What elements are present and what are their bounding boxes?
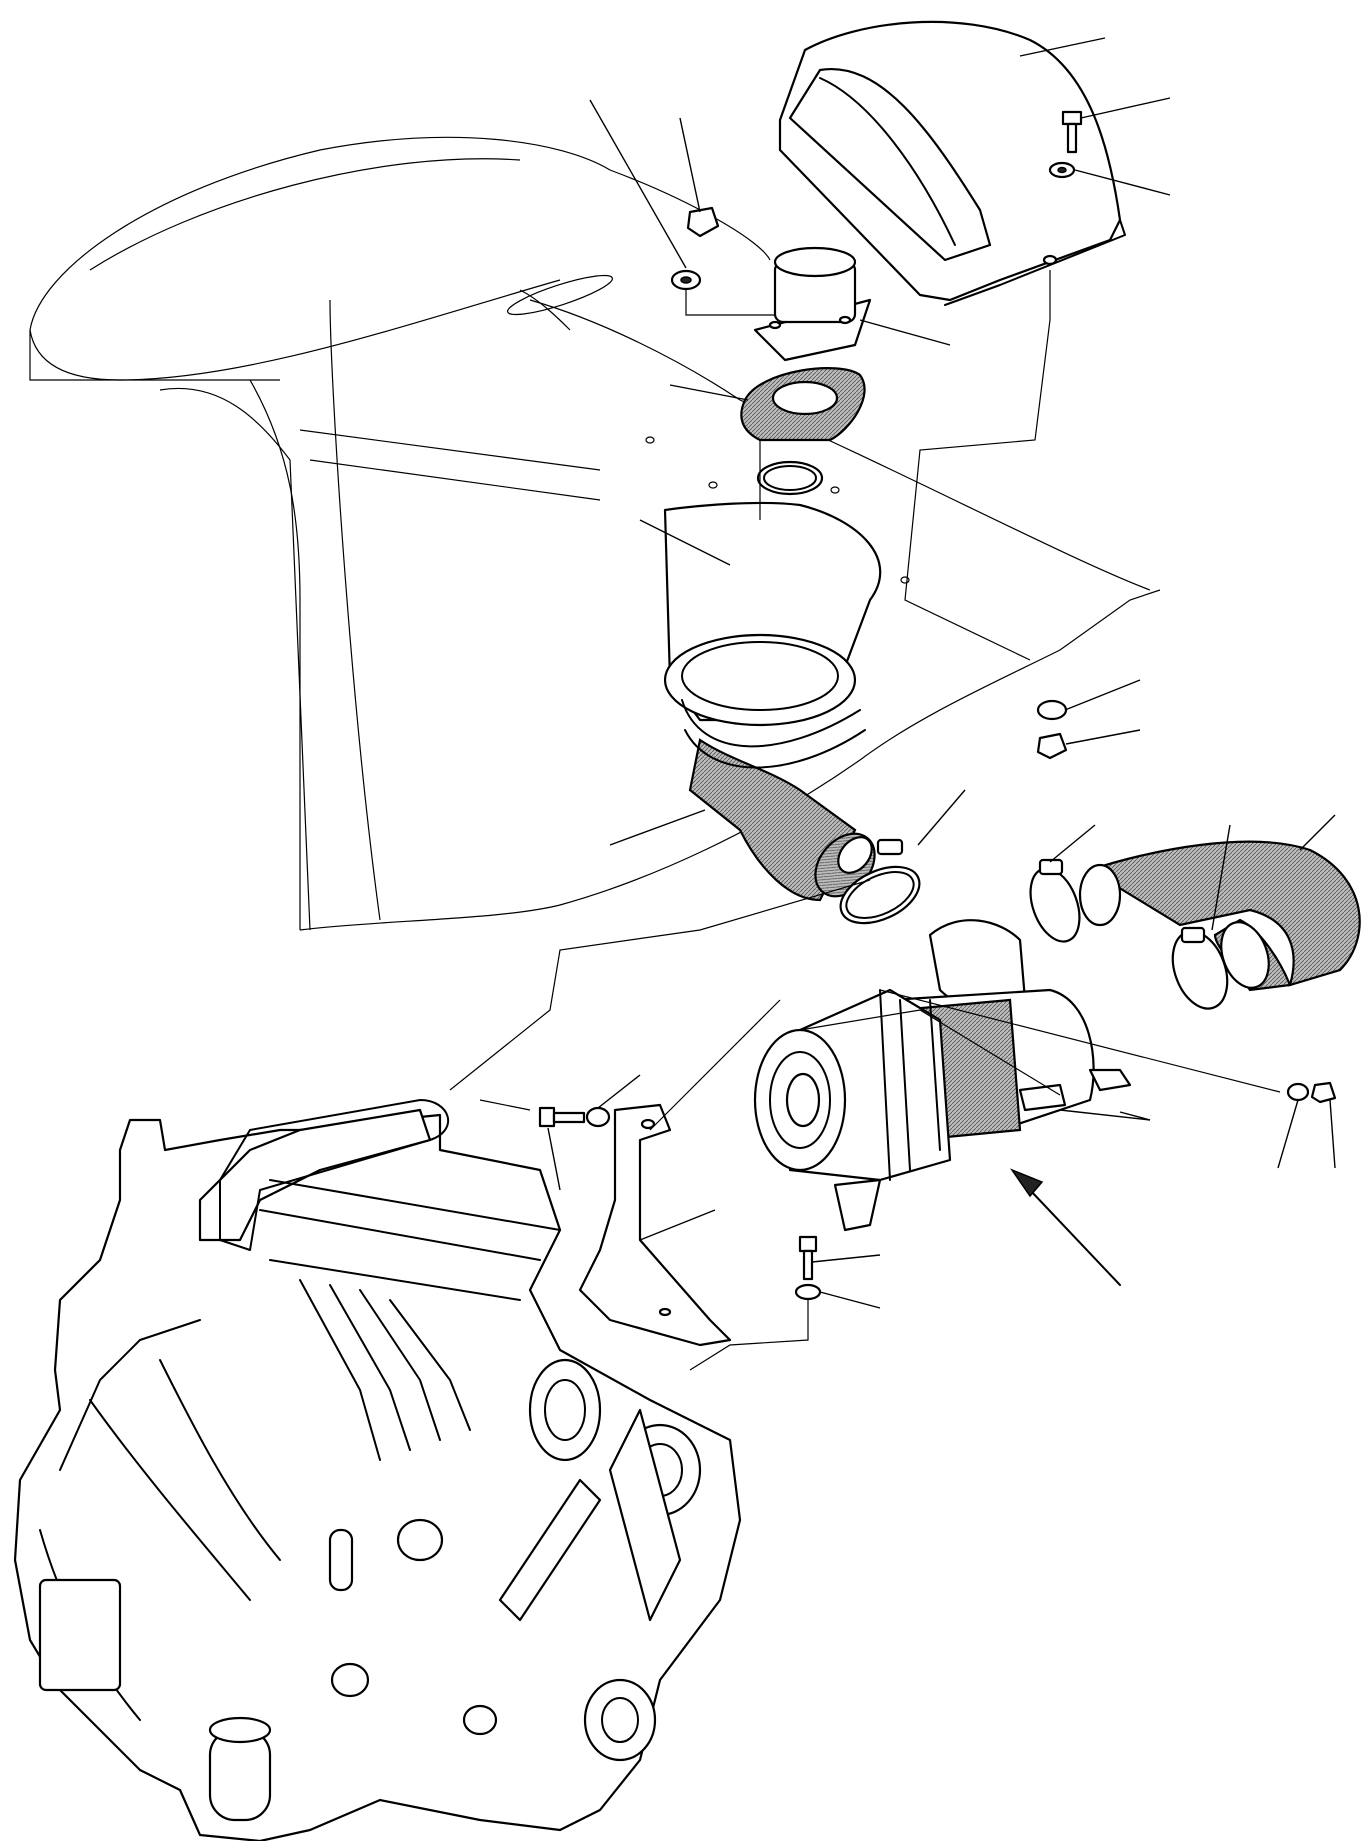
hose-clamp-1 bbox=[839, 838, 921, 925]
flange-gasket bbox=[740, 367, 866, 442]
inlet-pipe-flange bbox=[753, 246, 872, 362]
nut-and-washer-top bbox=[670, 206, 720, 291]
rubber-elbow-duct bbox=[663, 501, 882, 902]
intake-cover-scoop bbox=[778, 20, 1126, 306]
hose-clamp-2 bbox=[1029, 858, 1081, 943]
engine-block bbox=[13, 1099, 742, 1841]
filter-mounting-bracket bbox=[578, 1103, 732, 1347]
leader-lines bbox=[547, 37, 1336, 1309]
hood-nut-and-washer bbox=[1036, 699, 1068, 760]
o-ring bbox=[708, 460, 840, 496]
hose-clamp-3 bbox=[1171, 926, 1229, 1010]
bracket-bolt-and-washer bbox=[538, 1106, 611, 1128]
filter-nut-and-washer bbox=[1286, 1081, 1337, 1104]
assembly-lines bbox=[449, 270, 1281, 1371]
curved-intake-hose bbox=[1078, 840, 1361, 992]
airflow-arrow bbox=[1009, 1168, 1121, 1286]
air-filter-housing bbox=[753, 919, 1132, 1232]
lower-bolt-and-washer bbox=[794, 1235, 822, 1301]
